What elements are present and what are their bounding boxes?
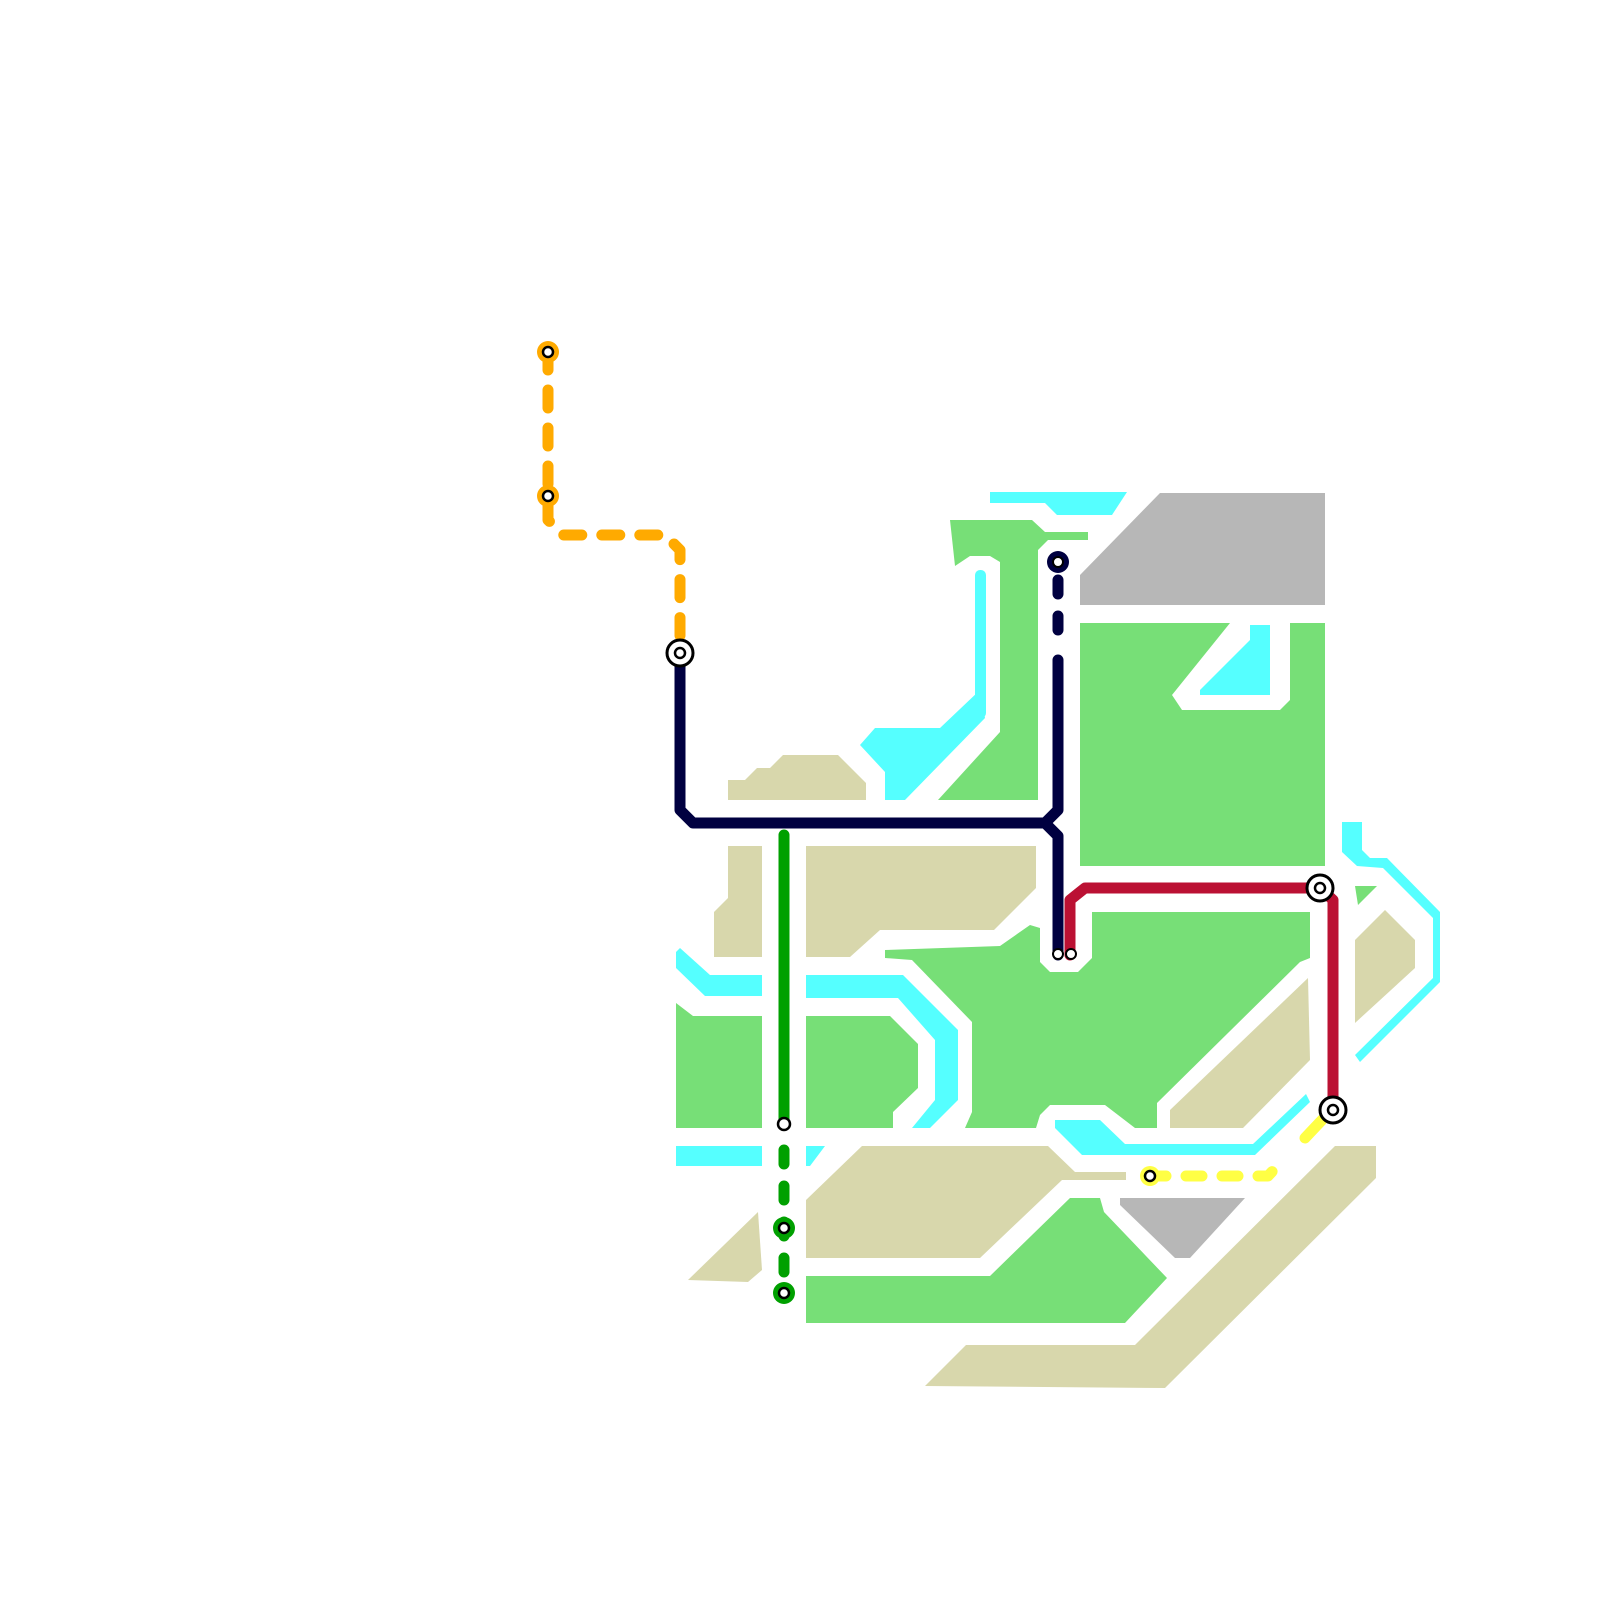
red-line[interactable] (1064, 882, 1339, 1116)
water-block (990, 492, 1127, 515)
station-interchange[interactable] (665, 638, 695, 668)
water-areas (676, 492, 1440, 1166)
land-block (714, 846, 762, 957)
water-block (1342, 822, 1440, 1062)
land-block (688, 1212, 762, 1282)
station-green-1[interactable] (776, 1116, 792, 1132)
building-block (1120, 1198, 1245, 1258)
water-block (806, 1146, 825, 1166)
park-block (938, 520, 1088, 800)
water-block (975, 570, 986, 718)
parks (676, 520, 1377, 1323)
navy-line-branch[interactable] (1039, 817, 1064, 961)
water-block (860, 690, 985, 800)
water-block (676, 1146, 762, 1166)
stations (537, 341, 1348, 1304)
station-green-3[interactable] (773, 1282, 795, 1304)
park-block (1355, 886, 1377, 905)
station-orange-2[interactable] (537, 485, 559, 507)
land-block (806, 846, 1036, 957)
land-block (728, 755, 866, 800)
yellow-line-segment[interactable] (1299, 1114, 1328, 1144)
station-green-2[interactable] (773, 1217, 795, 1239)
station-navy-terminus[interactable] (1047, 551, 1069, 573)
land-block (925, 1146, 1376, 1388)
water-block (1055, 1094, 1310, 1155)
park-block (676, 1003, 762, 1128)
land-block (1355, 910, 1415, 1023)
building-block (1080, 493, 1325, 605)
water-block (806, 975, 958, 1128)
park-block (806, 1198, 1167, 1323)
water-block (676, 948, 762, 996)
orange-line[interactable] (542, 346, 686, 659)
navy-line[interactable] (674, 647, 1064, 829)
yellow-line[interactable] (1144, 1154, 1289, 1182)
station-orange-1[interactable] (537, 341, 559, 363)
land-block (806, 1146, 1126, 1258)
park-block (1080, 623, 1325, 866)
park-block (806, 1016, 918, 1128)
land-block (1170, 978, 1310, 1128)
station-red-interchange-1[interactable] (1305, 873, 1335, 903)
station-yellow-1[interactable] (1140, 1166, 1160, 1186)
park-block (885, 912, 1310, 1128)
water-block (1200, 625, 1270, 695)
station-red-interchange-2[interactable] (1318, 1095, 1348, 1125)
station-navy-end[interactable] (1052, 948, 1064, 960)
buildings (1080, 493, 1325, 1258)
land-areas (688, 755, 1415, 1388)
station-red-end[interactable] (1065, 948, 1077, 960)
